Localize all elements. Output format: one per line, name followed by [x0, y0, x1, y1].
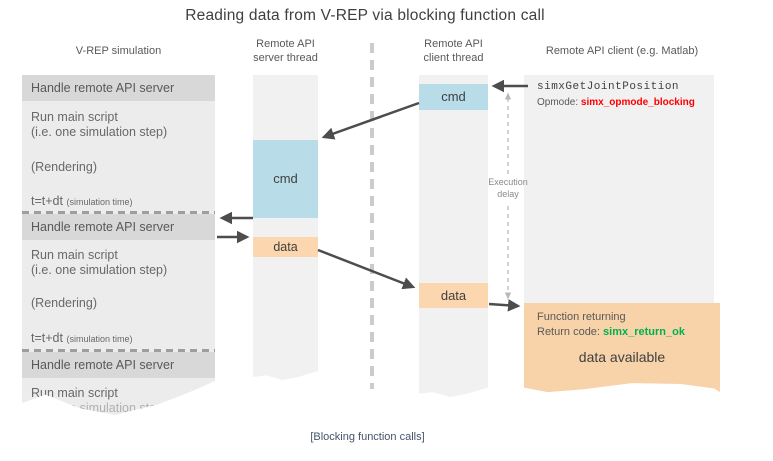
vrep-column-header: V-REP simulation — [75, 45, 162, 57]
diagram-caption: [Blocking function calls] — [310, 431, 425, 443]
handle-remote-api-server-band-1: Handle remote API server — [22, 75, 215, 101]
time-suffix: (simulation time) — [66, 334, 133, 344]
client-data-block: data — [419, 283, 488, 308]
arrow-client-data-to-return — [488, 299, 521, 312]
run-main-script-line1: Run main script — [31, 386, 118, 400]
time-main: t=t+dt — [31, 331, 63, 345]
function-return-box: Function returning Return code: simx_ret… — [524, 303, 720, 393]
client-thread-header: Remote API client thread — [401, 37, 506, 65]
server-data-block: data — [253, 237, 318, 257]
time-step-1: t=t+dt (simulation time) — [31, 194, 132, 208]
handle-remote-api-server-band-3: Handle remote API server — [22, 352, 215, 378]
run-main-script-1: Run main script (i.e. one simulation ste… — [31, 110, 167, 140]
server-thread-header: Remote API server thread — [233, 37, 338, 65]
server-thread-column: cmd data — [253, 75, 318, 380]
return-code-line: Return code: simx_return_ok — [537, 326, 685, 338]
api-call-code: simxGetJointPosition — [537, 81, 680, 93]
opmode-value: simx_opmode_blocking — [580, 97, 695, 108]
opmode-label: Opmode: — [537, 97, 579, 108]
execution-delay-line2: delay — [497, 189, 519, 199]
simulation-step-divider-2 — [22, 349, 215, 352]
matlab-client-header: Remote API client (e.g. Matlab) — [545, 45, 699, 57]
execution-delay-line1: Execution — [488, 177, 528, 187]
run-main-script-line2: (i.e. one simulation step) — [31, 263, 168, 277]
data-available-label: data available — [578, 349, 666, 365]
client-cmd-block: cmd — [419, 84, 488, 110]
client-server-divider — [370, 43, 374, 389]
run-main-script-line2: (i.e. one simulation step) — [31, 401, 168, 415]
matlab-client-box: simxGetJointPosition Opmode: simx_opmode… — [524, 75, 714, 307]
run-main-script-line1: Run main script — [31, 110, 118, 124]
return-code-value: simx_return_ok — [603, 326, 685, 338]
opmode-line: Opmode: simx_opmode_blocking — [537, 97, 695, 108]
arrow-server-data-to-client-data — [317, 248, 416, 290]
vrep-simulation-column: Handle remote API server Run main script… — [22, 75, 215, 415]
run-main-script-line2: (i.e. one simulation step) — [31, 125, 168, 139]
return-code-label: Return code: — [537, 326, 600, 338]
rendering-1: (Rendering) — [31, 160, 98, 174]
diagram-title: Reading data from V-REP via blocking fun… — [185, 7, 545, 24]
function-returning-label: Function returning — [537, 311, 626, 323]
client-thread-header-line1: Remote API — [424, 38, 483, 50]
handle-remote-api-server-band-2: Handle remote API server — [22, 214, 215, 240]
time-suffix: (simulation time) — [66, 197, 133, 207]
server-thread-header-line2: server thread — [253, 52, 318, 64]
simulation-step-divider-1 — [22, 211, 215, 214]
run-main-script-line1: Run main script — [31, 248, 118, 262]
time-step-2: t=t+dt (simulation time) — [31, 331, 132, 345]
server-thread-header-line1: Remote API — [256, 38, 315, 50]
execution-delay-label: Execution delay — [477, 176, 539, 200]
rendering-2: (Rendering) — [31, 296, 98, 310]
time-main: t=t+dt — [31, 194, 63, 208]
client-thread-column: cmd data — [419, 75, 488, 397]
run-main-script-2: Run main script (i.e. one simulation ste… — [31, 248, 167, 278]
server-cmd-block: cmd — [253, 140, 318, 218]
client-thread-header-line2: client thread — [423, 52, 484, 64]
run-main-script-3: Run main script (i.e. one simulation ste… — [31, 386, 168, 415]
